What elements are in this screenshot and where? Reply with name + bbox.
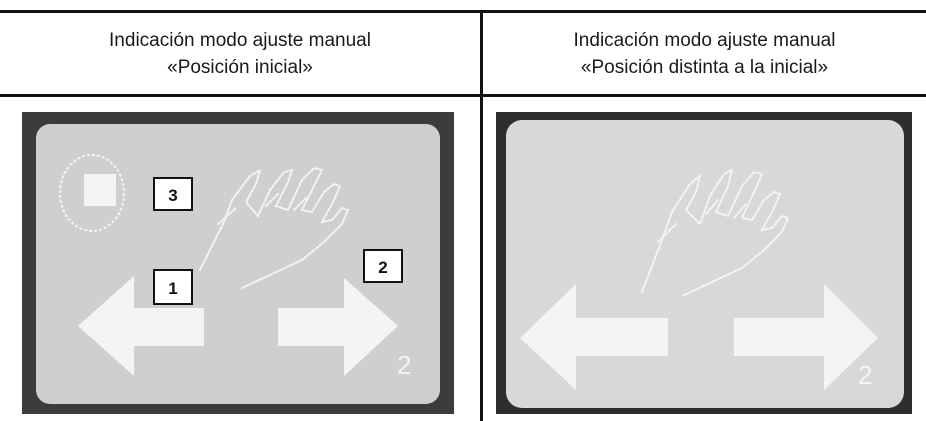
corner-digit: 2 <box>858 360 872 390</box>
header-right-line1: Indicación modo ajuste manual <box>573 29 836 51</box>
header-left-line2: «Posición inicial» <box>167 56 313 78</box>
header-right-line2: «Posición distinta a la inicial» <box>580 56 829 78</box>
callout-1-label: 1 <box>168 279 177 298</box>
callout-2: 2 <box>363 249 403 283</box>
table-column-divider <box>480 10 483 421</box>
callout-2-label: 2 <box>378 258 387 277</box>
header-left-line1: Indicación modo ajuste manual <box>109 29 371 51</box>
display-screen-initial: 2 3 1 2 <box>22 112 454 414</box>
header-cell-other-position: Indicación modo ajuste manual «Posición … <box>483 13 926 94</box>
callout-3: 3 <box>153 177 193 211</box>
display-panel-initial-position: 2 3 1 2 <box>22 112 454 414</box>
header-cell-initial-position: Indicación modo ajuste manual «Posición … <box>0 13 480 94</box>
display-screen-other: 2 <box>496 112 912 414</box>
corner-digit: 2 <box>397 350 411 380</box>
table-header-rule <box>0 94 926 97</box>
callout-1: 1 <box>153 269 193 305</box>
arrow-left-icon <box>520 284 668 390</box>
arrow-right-icon <box>734 284 878 390</box>
table-top-rule <box>0 10 926 13</box>
hand-icon <box>641 168 790 297</box>
arrow-right-icon <box>278 278 398 376</box>
callout-3-label: 3 <box>168 186 177 205</box>
initial-position-indicator-icon <box>59 154 125 232</box>
arrow-left-icon <box>78 276 204 376</box>
hand-icon <box>199 166 350 289</box>
display-panel-other-position: 2 <box>496 112 912 414</box>
